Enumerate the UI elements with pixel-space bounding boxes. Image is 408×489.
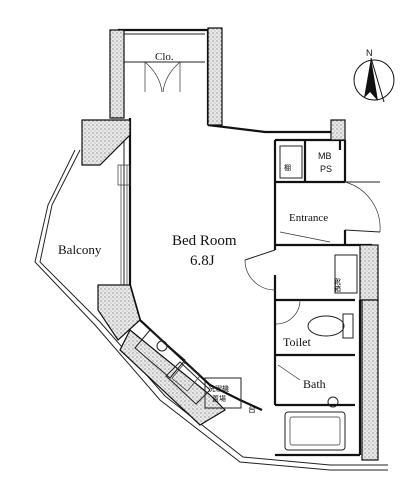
entrance-label: Entrance xyxy=(289,212,328,224)
entrance-door xyxy=(344,181,381,233)
north-compass-icon xyxy=(353,57,395,103)
storage-top-box xyxy=(279,145,303,179)
bath-label: Bath xyxy=(303,377,326,391)
toilet-fixture xyxy=(275,299,354,339)
balcony-windows xyxy=(117,164,131,285)
bedroom-size-label: 6.8J xyxy=(190,253,215,269)
counter-label: 台 xyxy=(248,404,256,414)
bedroom-door xyxy=(244,249,276,291)
balcony-area xyxy=(34,149,388,471)
compass-north-label: N xyxy=(366,48,373,58)
laundry-space xyxy=(204,377,242,409)
exterior-walls xyxy=(116,28,374,457)
mbps-label-line1: MB xyxy=(318,151,332,161)
laundry-label-line2: 置場 xyxy=(212,394,226,403)
mbps-label-line2: PS xyxy=(320,164,332,174)
bath-fixture xyxy=(277,364,346,451)
storage-top-label: 棚 xyxy=(284,163,291,172)
closet-label: Clo. xyxy=(155,51,174,63)
shoe-storage-label: 靴箱 xyxy=(334,277,342,293)
closet-doors xyxy=(144,61,181,93)
shoe-storage-box xyxy=(334,254,358,294)
toilet-label: Toilet xyxy=(283,335,311,349)
entrance-step xyxy=(279,231,331,243)
laundry-label-line1: 洗濯機 xyxy=(208,384,229,393)
kitchen-fixtures xyxy=(134,329,211,405)
balcony-label: Balcony xyxy=(58,242,102,257)
bedroom-name-label: Bed Room xyxy=(172,233,237,249)
